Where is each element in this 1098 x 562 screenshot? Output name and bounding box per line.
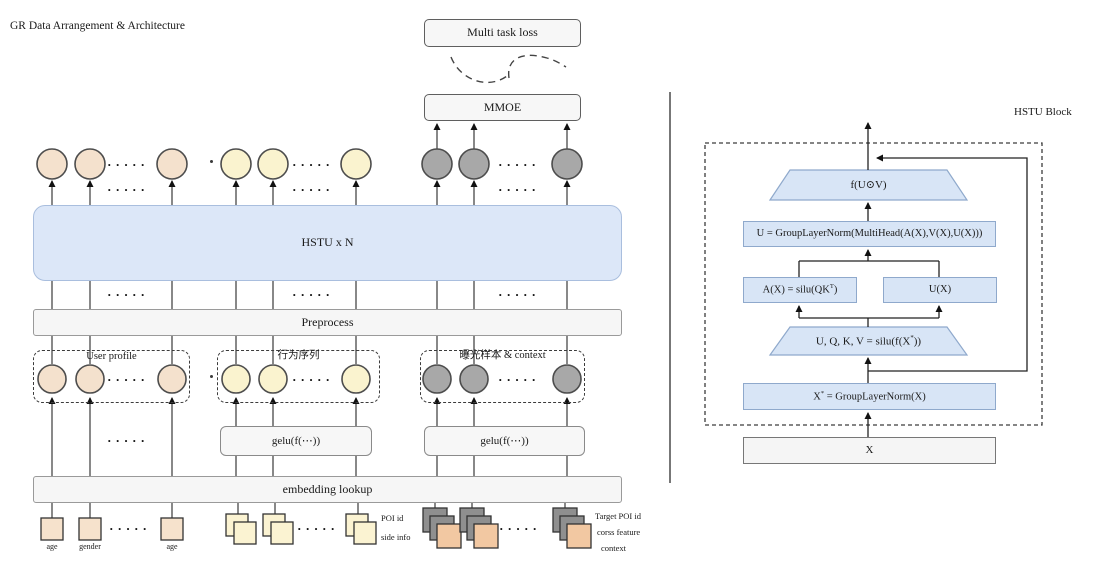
hstu-block-connectors [795,122,1028,437]
input-label-target-poi-id: Target POI id [595,511,641,521]
ellipsis-dots: ····· [107,157,149,172]
ellipsis-dots: ····· [107,433,149,448]
user-profile-group-label: User profile [86,351,137,362]
input-label-context: context [601,543,627,553]
xstar-formula: X* = GroupLayerNorm(X) [813,389,926,403]
ellipsis-dots: ····· [292,372,334,387]
ellipsis-dots: ····· [292,157,334,172]
embedding-lookup-bar: embedding lookup [33,476,622,503]
ellipsis-dots: ····· [107,287,149,302]
behavior-sequence-group-label: 行为序列 [277,350,320,361]
exposure-context-group-box [420,350,585,403]
gelu-box-behavior: gelu(f(⋯)) [220,426,372,456]
ellipsis-dots: ····· [498,287,540,302]
ellipsis-dots: ····· [107,372,149,387]
u-groupnorm-box: U = GroupLayerNorm(MultiHead(A(X),V(X),U… [743,221,996,247]
separator-dot [210,375,213,378]
mmoe-box: MMOE [424,94,581,121]
ellipsis-dots: ····· [297,521,339,536]
hstu-block-title: HSTU Block [1014,106,1072,118]
ellipsis-dots: ····· [498,372,540,387]
input-label-side-info: side info [381,532,411,542]
ellipsis-dots: ····· [498,157,540,172]
hstu-stack-box: HSTU x N [33,205,622,281]
ellipsis-dots: ····· [109,521,151,536]
separator-dot [210,160,213,163]
group-token-circles [37,364,582,394]
x-input-box: X [743,437,996,464]
ellipsis-dots: ····· [292,182,334,197]
loss-squiggle [450,54,567,84]
ux-box: U(X) [883,277,997,303]
ellipsis-dots: ····· [292,287,334,302]
input-label-poi-id: POI id [381,513,404,523]
user-profile-group-box [33,350,190,403]
uqkv-trapezoid-label: U, Q, K, V = silu(f(X*)) [770,327,967,355]
hstu-block-outline [704,142,1043,426]
exposure-context-group-label: 曝光样本 & context [459,350,546,361]
input-label-age-1: age [46,542,58,551]
ellipsis-dots: ····· [498,182,540,197]
fuv-trapezoid-label: f(U⊙V) [850,178,887,191]
uqkv-formula: U, Q, K, V = silu(f(X*)) [815,334,922,348]
hstu-block-trapezoids [768,169,969,356]
behavior-sequence-group-box [217,350,380,403]
page-title: GR Data Arrangement & Architecture [10,20,185,32]
input-squares [40,507,592,549]
input-label-age-2: age [166,542,178,551]
multi-task-loss-box: Multi task loss [424,19,581,47]
top-token-circles [36,148,583,180]
ax-formula: A(X) = silu(QKT) [762,283,838,296]
input-label-corss-feature: corss feature [597,527,641,537]
preprocess-bar: Preprocess [33,309,622,336]
ellipsis-dots: ····· [499,521,541,536]
gelu-box-exposure: gelu(f(⋯)) [424,426,585,456]
ellipsis-dots: ····· [107,182,149,197]
input-label-gender: gender [79,542,101,551]
xstar-groupnorm-box: X* = GroupLayerNorm(X) [743,383,996,410]
ax-box: A(X) = silu(QKT) [743,277,857,303]
